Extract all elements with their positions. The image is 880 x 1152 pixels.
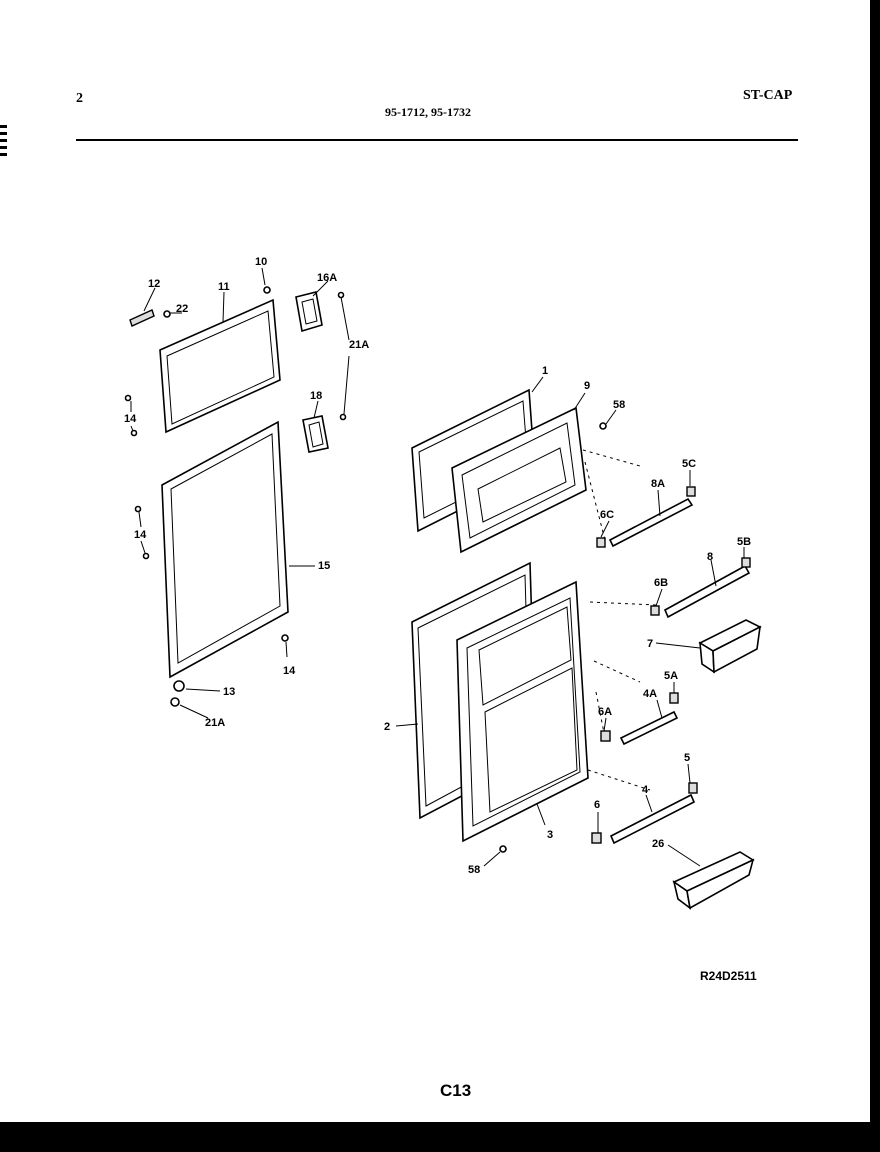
callout-3: 3	[547, 829, 553, 841]
scan-edge-marks	[0, 125, 7, 175]
freezer-door-liner-11	[159, 298, 281, 434]
end-cap-6C	[596, 537, 606, 548]
callout-11: 11	[218, 281, 230, 293]
end-cap-5C	[686, 486, 696, 497]
callout-10: 10	[255, 256, 267, 268]
callout-5C: 5C	[682, 458, 696, 470]
callout-labels: 12 22 11 10 16A 21A 18 14 14 15 14 13 21…	[124, 256, 751, 876]
drawing-id: R24D2511	[700, 969, 757, 983]
header-rule	[76, 139, 798, 141]
shelf-rail-8	[663, 564, 751, 619]
freezer-inner-door-9	[451, 406, 587, 554]
screw-14-lower	[281, 634, 289, 642]
end-cap-5	[688, 782, 698, 794]
callout-2: 2	[384, 721, 390, 733]
screws-14-middle	[134, 505, 150, 560]
callout-18: 18	[310, 390, 322, 402]
callout-5B: 5B	[737, 536, 751, 548]
fresh-food-door-liner-15	[161, 420, 289, 679]
model-numbers: 95-1712, 95-1732	[385, 105, 471, 119]
leader-lines	[130, 267, 745, 867]
callout-8A: 8A	[651, 478, 665, 490]
callout-7: 7	[647, 638, 653, 650]
shelf-rail-4	[609, 793, 696, 845]
callout-6: 6	[594, 799, 600, 811]
alignment-lines	[582, 449, 657, 791]
shelf-rail-8A	[608, 497, 694, 548]
callout-16A: 16A	[317, 272, 337, 284]
callout-8: 8	[707, 551, 713, 563]
callout-14-lower: 14	[283, 665, 296, 677]
screw-10	[263, 286, 271, 294]
callout-21A-bottom: 21A	[205, 717, 225, 729]
callout-6A: 6A	[598, 706, 612, 718]
end-cap-6B	[650, 605, 660, 616]
callout-5: 5	[684, 752, 690, 764]
callout-26: 26	[652, 838, 664, 850]
screw-21A-bottom	[170, 697, 180, 707]
end-cap-6A	[600, 730, 611, 742]
end-cap-5B	[741, 557, 751, 568]
callout-15: 15	[318, 560, 330, 572]
door-bin-7	[698, 619, 762, 674]
end-cap-5A	[669, 692, 679, 704]
handle-18	[302, 415, 329, 453]
callout-14-upper: 14	[124, 413, 137, 425]
parts-diagram-sheet: 2 95-1712, 95-1732 ST-CAP	[0, 0, 870, 1122]
callout-22: 22	[176, 303, 188, 315]
page-code: C13	[440, 1081, 472, 1100]
exploded-view-drawing: 12 22 11 10 16A 21A 18 14 14 15 14 13 21…	[124, 256, 762, 910]
callout-5A: 5A	[664, 670, 678, 682]
callout-13: 13	[223, 686, 235, 698]
shelf-rail-4A	[619, 710, 679, 746]
hinge-cap-13	[173, 680, 185, 692]
screws-14-upper	[124, 394, 138, 437]
page-number: 2	[76, 91, 83, 106]
screw-22	[163, 310, 171, 318]
screws-21A-top	[337, 291, 350, 421]
end-cap-6	[591, 832, 602, 844]
callout-58-bottom: 58	[468, 864, 480, 876]
section-code: ST-CAP	[743, 88, 793, 103]
callout-14-middle: 14	[134, 529, 147, 541]
callout-58-top: 58	[613, 399, 625, 411]
callout-6B: 6B	[654, 577, 668, 589]
callout-21A-top: 21A	[349, 339, 369, 351]
callout-9: 9	[584, 380, 590, 392]
dairy-bin-26	[672, 851, 755, 910]
screw-58-bottom	[499, 845, 507, 853]
callout-6C: 6C	[600, 509, 614, 521]
callout-4A: 4A	[643, 688, 657, 700]
callout-1: 1	[542, 365, 548, 377]
handle-16A	[295, 291, 323, 333]
fresh-food-inner-door-3	[456, 580, 589, 843]
callout-12: 12	[148, 278, 160, 290]
screw-58-top	[599, 422, 607, 430]
trim-strip-12	[129, 309, 155, 327]
callout-4: 4	[642, 784, 649, 796]
